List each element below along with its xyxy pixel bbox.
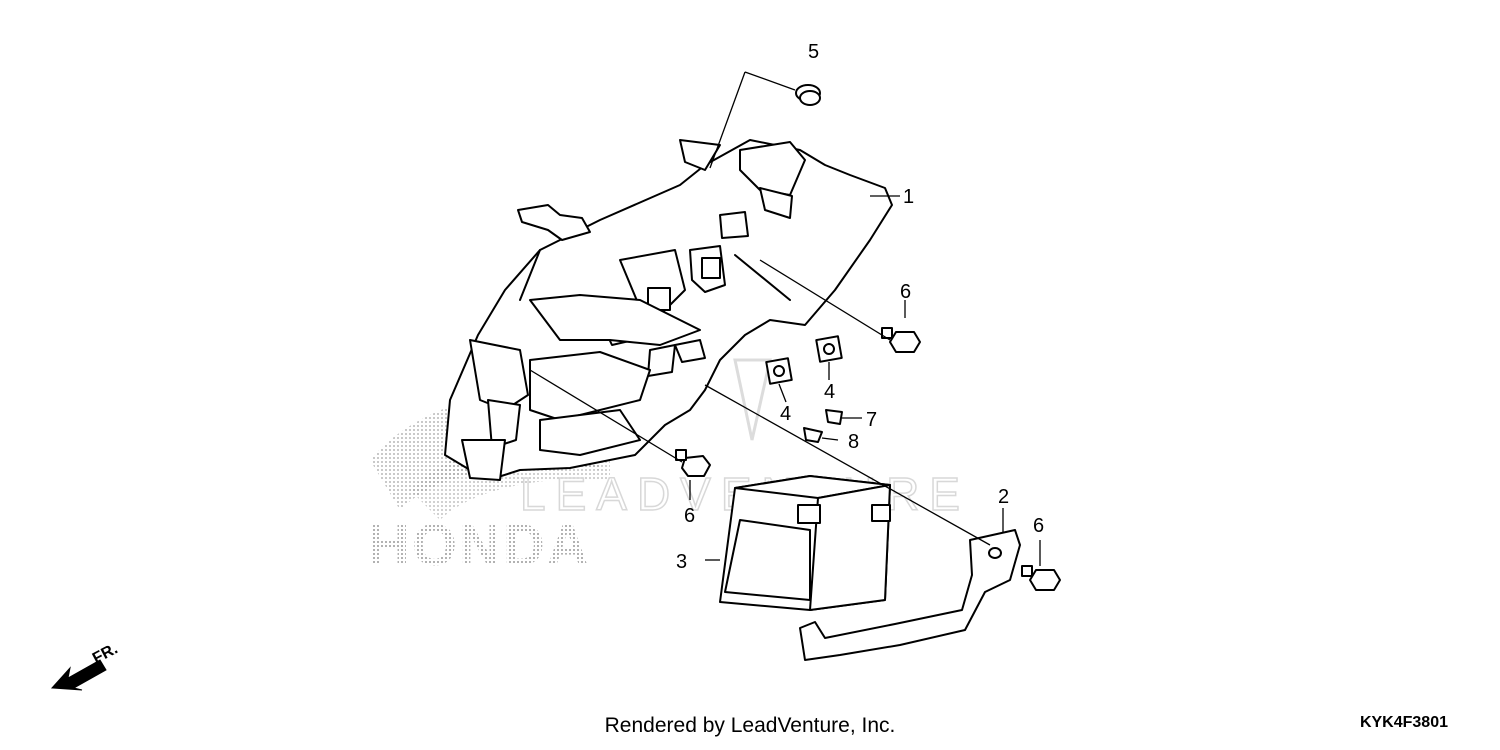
part-6-bolt-right-lower [1021, 565, 1061, 591]
diagram-code: KYK4F3801 [1359, 714, 1448, 731]
front-direction-indicator: FR. [50, 640, 121, 691]
callout-2: 2 [998, 486, 1009, 508]
callout-6-upper: 6 [900, 281, 911, 303]
callout-6-left: 6 [684, 505, 695, 527]
callout-8: 8 [848, 431, 859, 453]
honda-watermark-text: HONDA [368, 513, 591, 578]
callout-4-lower: 4 [780, 403, 791, 425]
part-8-clip [803, 427, 823, 443]
part-4-clip-nut-upper [815, 335, 843, 363]
front-arrow-icon [50, 659, 107, 691]
part-5-grommet [795, 84, 821, 106]
part-7-clip [825, 409, 843, 425]
part-6-bolt-right-upper [881, 327, 921, 353]
callout-6-right: 6 [1033, 515, 1044, 537]
callout-3: 3 [676, 551, 687, 573]
part-2-battery-band [799, 529, 1021, 661]
callout-5: 5 [808, 41, 819, 63]
part-6-bolt-left [675, 449, 711, 477]
leader-lines [529, 71, 1041, 566]
callout-4-upper: 4 [824, 381, 835, 403]
part-4-clip-nut-lower [765, 357, 793, 385]
callouts: 5 1 6 4 4 7 8 6 2 6 3 [676, 41, 1044, 573]
callout-1: 1 [903, 186, 914, 208]
callout-7: 7 [866, 409, 877, 431]
part-3-battery [719, 475, 891, 611]
render-credit: Rendered by LeadVenture, Inc. [604, 714, 896, 737]
part-1-inner-fender [444, 139, 893, 481]
